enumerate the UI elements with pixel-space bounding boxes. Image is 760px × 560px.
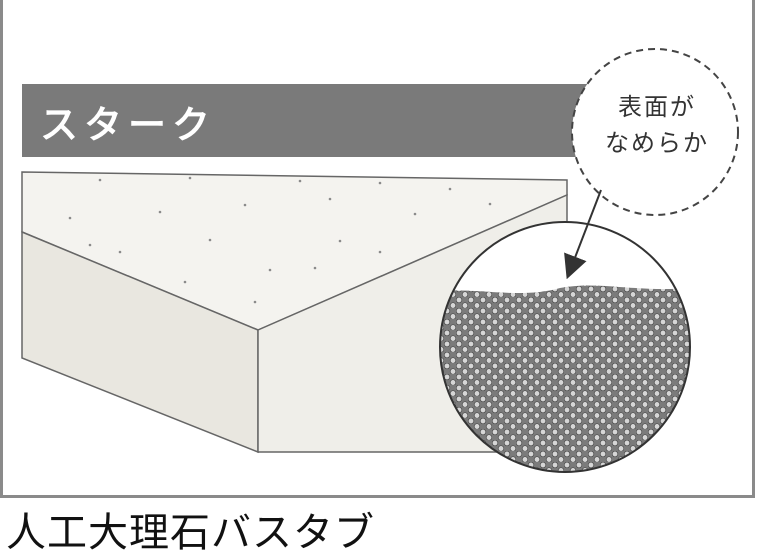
callout-bubble: [571, 48, 739, 216]
surface-speckles: [68, 176, 492, 304]
callout-line1: 表面が: [618, 93, 696, 121]
callout-line2: なめらか: [605, 129, 709, 157]
caption: 人工大理石バスタブ: [6, 510, 375, 556]
pointer-arrow: [564, 189, 602, 280]
magnified-cross-section: [439, 221, 691, 473]
slab-illustration: スターク 表面が なめらか: [21, 48, 739, 473]
banner: [22, 84, 622, 157]
banner-label: スターク: [40, 105, 216, 147]
